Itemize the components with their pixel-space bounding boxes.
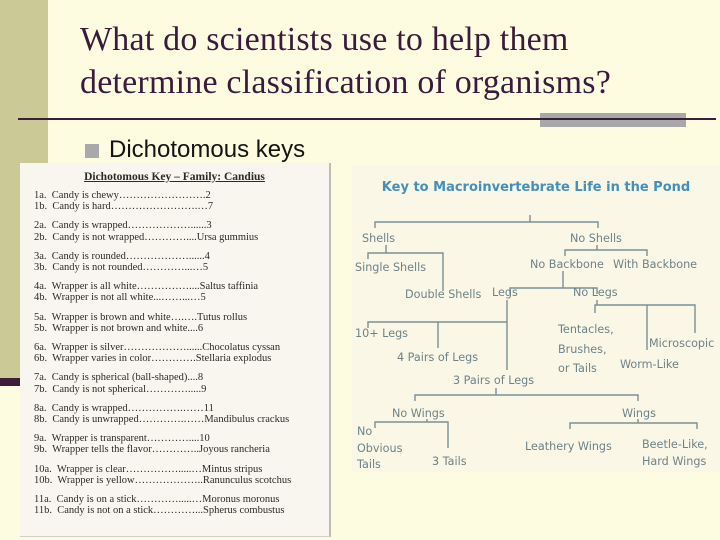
document-line: 3a. Candy is rounded………………......4 bbox=[34, 250, 210, 262]
document-line: 5b. Wrapper is not brown and white....6 bbox=[34, 322, 204, 334]
document-line: 11a. Candy is on a stick………….....…Moronu… bbox=[34, 494, 280, 506]
document-line: 4a. Wrapper is all white……………....Saltus … bbox=[34, 281, 259, 293]
node-double-shells: Double Shells bbox=[405, 288, 481, 301]
document-line: 7a. Candy is spherical (ball-shaped)....… bbox=[34, 372, 204, 384]
node-wings: Wings bbox=[622, 407, 656, 420]
node-legs: Legs bbox=[492, 286, 518, 299]
document-line: 9a. Wrapper is transparent…………....10 bbox=[34, 433, 210, 445]
bullet-square-icon bbox=[85, 143, 99, 158]
document-line: 3b. Candy is not rounded…………...…5 bbox=[34, 262, 209, 274]
node-microscopic: Microscopic bbox=[649, 337, 714, 350]
node-tentacles-line1: Tentacles, bbox=[557, 323, 614, 336]
node-four-pairs-legs: 4 Pairs of Legs bbox=[397, 351, 478, 364]
bullet-label: Dichotomous keys bbox=[109, 136, 306, 163]
node-beetle-like-line1: Beetle-Like, bbox=[642, 438, 708, 451]
node-no-backbone: No Backbone bbox=[530, 258, 604, 271]
tree-line bbox=[367, 252, 444, 291]
node-tentacles-line3: or Tails bbox=[558, 362, 597, 375]
document-line: 6b. Wrapper varies in color………….Stellari… bbox=[34, 353, 272, 365]
document-line: 11b. Candy is not on a stick…………...Spher… bbox=[34, 505, 285, 517]
document-line: 7b. Candy is not spherical………….....9 bbox=[34, 383, 207, 395]
node-no-wings: No Wings bbox=[392, 407, 445, 420]
node-leathery-wings: Leathery Wings bbox=[525, 440, 612, 453]
node-with-backbone: With Backbone bbox=[613, 258, 697, 271]
node-beetle-like-line2: Hard Wings bbox=[642, 455, 706, 468]
bullet-item: Dichotomous keys bbox=[85, 136, 305, 164]
title-underline bbox=[18, 118, 716, 120]
flowchart-title: Key to Macroinvertebrate Life in the Pon… bbox=[382, 180, 690, 195]
document-line: 1b. Candy is hard…………………….…7 bbox=[34, 201, 214, 213]
title-accent-bar bbox=[540, 113, 686, 127]
node-ten-plus-legs: 10+ Legs bbox=[355, 327, 408, 340]
slide-title: What do scientists use to help them dete… bbox=[80, 18, 715, 104]
document-line: 10a. Wrapper is clear…………….....…Mintus s… bbox=[34, 463, 263, 475]
node-three-tails: 3 Tails bbox=[432, 455, 467, 468]
dichotomous-key-document: Dichotomous Key – Family: Candius 1a. Ca… bbox=[20, 163, 331, 537]
node-no-obvious-tails-line3: Tails bbox=[356, 458, 381, 471]
node-three-pairs-legs: 3 Pairs of Legs bbox=[453, 374, 534, 387]
document-line: 8a. Candy is wrapped…………….……11 bbox=[34, 402, 214, 414]
document-line: 2b. Candy is not wrapped…………....Ursa gum… bbox=[34, 231, 259, 243]
tree-line bbox=[594, 304, 696, 333]
tree-line bbox=[564, 249, 648, 256]
document-line: 2a. Candy is wrapped………………......3 bbox=[34, 220, 212, 232]
document-line: 4b. Wrapper is not all white...……...…5 bbox=[34, 292, 206, 304]
node-no-shells: No Shells bbox=[570, 232, 622, 245]
slide-title-line2: determine classification of organisms? bbox=[80, 64, 611, 101]
tree-line bbox=[374, 421, 449, 448]
document-line: 8b. Candy is unwrapped………….……Mandibulus … bbox=[34, 414, 290, 426]
node-no-obvious-tails-line1: No bbox=[357, 425, 372, 438]
tree-line bbox=[374, 221, 599, 228]
flowchart-svg: Key to Macroinvertebrate Life in the Pon… bbox=[355, 180, 714, 471]
tree-line bbox=[367, 321, 507, 328]
document-line: 6a. Wrapper is silver………………......Chocola… bbox=[34, 342, 281, 354]
tree-line bbox=[509, 287, 598, 294]
pond-key-flowchart: Key to Macroinvertebrate Life in the Pon… bbox=[352, 165, 720, 472]
node-single-shells: Single Shells bbox=[355, 261, 426, 274]
document-line: 1a. Candy is chewy…………………….2 bbox=[34, 190, 211, 201]
document-lines: 1a. Candy is chewy…………………….2 1b. Candy i… bbox=[34, 190, 323, 516]
node-shells: Shells bbox=[362, 232, 395, 245]
node-worm-like: Worm-Like bbox=[620, 358, 679, 371]
tree-line bbox=[414, 394, 639, 401]
node-tentacles-line2: Brushes, bbox=[558, 343, 607, 356]
document-line: 10b. Wrapper is yellow………………..Ranunculus… bbox=[34, 474, 292, 486]
tree-line bbox=[569, 422, 698, 429]
document-heading: Dichotomous Key – Family: Candius bbox=[84, 171, 265, 183]
slide-title-line1: What do scientists use to help them bbox=[80, 21, 569, 58]
node-no-obvious-tails-line2: Obvious bbox=[357, 442, 403, 455]
document-line: 5a. Wrapper is brown and white….….Tutus … bbox=[34, 311, 248, 323]
node-no-legs: No Legs bbox=[573, 286, 618, 299]
document-line: 9b. Wrapper tells the flavor…………..Joyous… bbox=[34, 444, 270, 456]
